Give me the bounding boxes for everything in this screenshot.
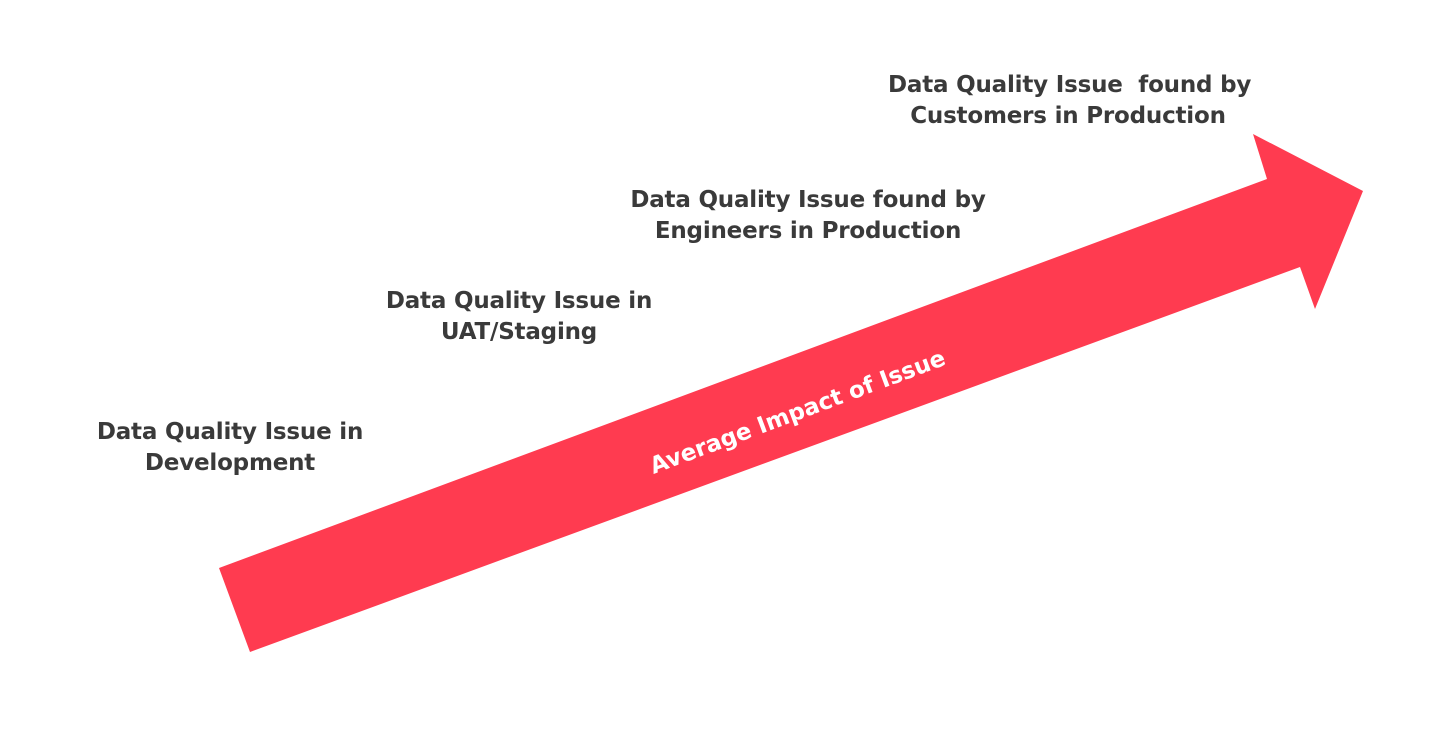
stage-customers-production: Data Quality Issue found by Customers in… — [888, 70, 1252, 132]
stage-development-line2: Development — [144, 450, 316, 476]
stage-engineers-production: Data Quality Issue found by Engineers in… — [628, 185, 988, 247]
impact-arrow — [219, 134, 1363, 652]
stage-engineers-line2: Engineers in Production — [654, 218, 962, 244]
stage-uat-line1: Data Quality Issue in — [385, 288, 653, 314]
stage-development: Data Quality Issue in Development — [90, 417, 370, 479]
stage-engineers-line1: Data Quality Issue found by — [630, 187, 986, 213]
stage-uat-staging: Data Quality Issue in UAT/Staging — [379, 286, 659, 348]
stage-uat-line2: UAT/Staging — [440, 319, 598, 345]
stage-customers-line2: Customers in Production — [910, 103, 1226, 129]
stage-development-line1: Data Quality Issue in — [96, 419, 364, 445]
stage-customers-line1: Data Quality Issue found by — [888, 72, 1252, 98]
